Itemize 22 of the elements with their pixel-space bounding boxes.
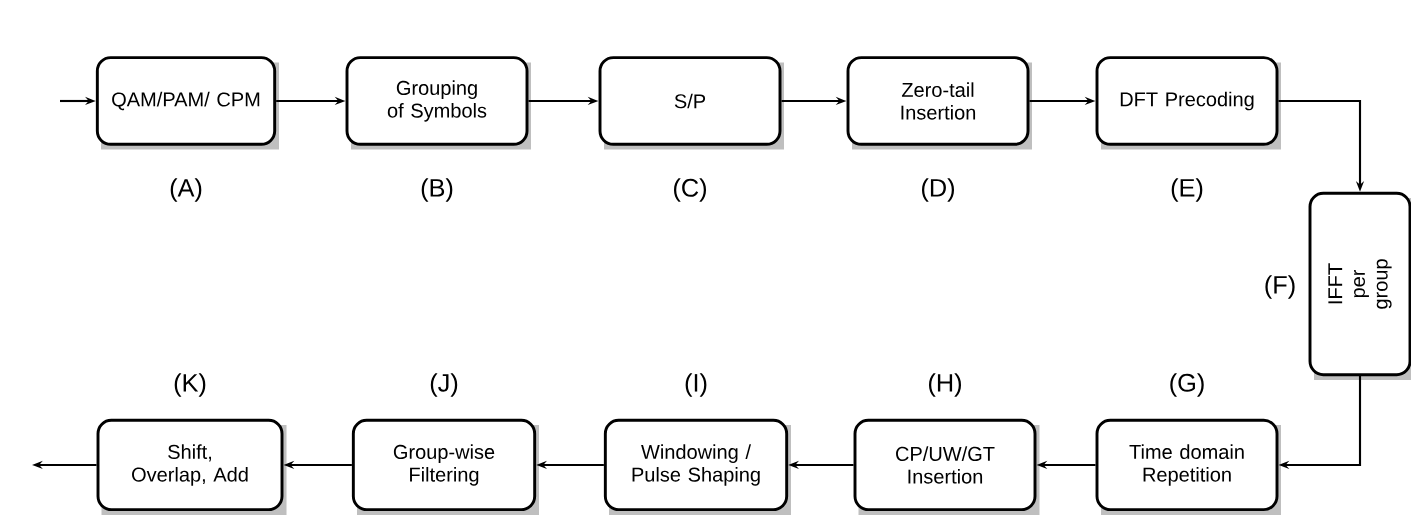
step-letter: (J)	[430, 373, 458, 397]
process-box: Time domain Repetition	[1095, 418, 1281, 515]
process-box: Zero-tail Insertion	[846, 56, 1032, 150]
process-box: Grouping of Symbols	[345, 56, 531, 150]
process-box: QAM/PAM/ CPM	[95, 56, 279, 150]
process-box: CP/UW/GT Insertion	[853, 418, 1040, 515]
step-letter: (E)	[1171, 178, 1203, 202]
step-letter: (G)	[1170, 373, 1204, 397]
step-letter: (D)	[922, 178, 954, 202]
step-letter: (F)	[1265, 275, 1295, 299]
process-box: Group-wise Filtering	[351, 418, 539, 515]
process-box: S/P	[598, 56, 784, 150]
process-box: Windowing / Pulse Shaping	[603, 418, 791, 515]
step-letter: (I)	[685, 373, 707, 397]
step-letter: (H)	[929, 373, 961, 397]
step-letter: (A)	[170, 178, 202, 202]
step-letter: (K)	[174, 373, 206, 397]
process-box: DFT Precoding	[1095, 56, 1281, 150]
step-letter: (C)	[674, 178, 706, 202]
process-box: Shift, Overlap, Add	[96, 418, 287, 515]
process-box: IFFT per group	[1308, 191, 1411, 380]
step-letter: (B)	[421, 178, 453, 202]
